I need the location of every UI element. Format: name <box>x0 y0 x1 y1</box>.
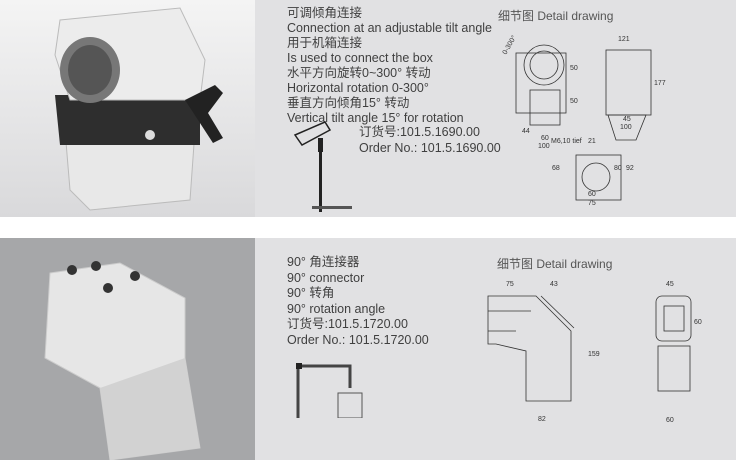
detail-drawing-90: 75 43 159 82 45 60 60 <box>487 281 702 424</box>
dim-label: 75 <box>588 200 596 207</box>
product-description: 可调倾角连接 Connection at an adjustable tilt … <box>287 6 492 126</box>
tilt-connector-image <box>54 7 223 211</box>
desc-line: Is used to connect the box <box>287 51 433 65</box>
desc-line: 90° connector <box>287 270 365 285</box>
desc-line: Connection at an adjustable tilt angle <box>287 21 493 35</box>
desc-line: Vertical tilt angle 15° for rotation <box>287 111 464 125</box>
dim-label: 82 <box>538 416 546 423</box>
desc-line: 用于机箱连接 <box>287 36 363 50</box>
detail-drawing-tilt: 0-300° 50 50 44 60 100 121 177 45 100 M6… <box>501 34 666 207</box>
dim-label: 60 <box>694 319 702 326</box>
dim-label: 92 <box>626 165 634 172</box>
dim-label: 0-300° <box>501 34 518 56</box>
dim-label: 60 <box>541 135 549 142</box>
detail-drawing-heading: 细节图 Detail drawing <box>497 257 613 271</box>
desc-line: 90° 角连接器 <box>287 255 360 269</box>
mounting-illustration <box>293 121 352 212</box>
dim-label: 50 <box>570 98 578 105</box>
dim-label: 75 <box>506 281 514 288</box>
product-panel-90-connector: 90° 角连接器 90° connector 90° 转角 90° rotati… <box>0 238 736 460</box>
dim-label: 100 <box>538 143 550 150</box>
dim-label: 177 <box>654 80 666 87</box>
dim-label: 45 <box>666 281 674 288</box>
product-panel-tilt-connector: 可调倾角连接 Connection at an adjustable tilt … <box>0 0 736 217</box>
dim-label: 21 <box>588 138 596 145</box>
desc-line: 90° 转角 <box>287 286 335 300</box>
order-number-en: Order No.: 101.5.1720.00 <box>287 332 429 347</box>
dim-label: 80 <box>614 165 622 172</box>
order-info: 订货号:101.5.1690.00 Order No.: 101.5.1690.… <box>359 124 501 156</box>
dim-label: M6,10 tief <box>551 138 582 145</box>
product-photo-tilt-connector <box>0 0 255 217</box>
desc-line: 垂直方向倾角15° 转动 <box>287 96 410 110</box>
order-number-cn: 订货号:101.5.1720.00 <box>287 317 408 331</box>
desc-line: 90° rotation angle <box>287 301 386 316</box>
dim-label: 100 <box>620 124 632 131</box>
dim-label: 121 <box>618 36 630 43</box>
dim-label: 50 <box>570 65 578 72</box>
dim-label: 159 <box>588 351 600 358</box>
order-number-en: Order No.: 101.5.1690.00 <box>359 141 501 155</box>
dim-label: 60 <box>666 417 674 424</box>
dim-label: 68 <box>552 165 560 172</box>
dim-label: 43 <box>550 281 558 288</box>
desc-line: 可调倾角连接 <box>287 6 363 20</box>
product-photo-90-connector <box>0 238 255 460</box>
mounting-illustration <box>296 363 363 418</box>
detail-drawing-heading: 细节图 Detail drawing <box>498 9 614 23</box>
angle-connector-image <box>44 261 201 460</box>
dim-label: 44 <box>522 128 530 135</box>
desc-line: Horizontal rotation 0-300° <box>287 81 429 95</box>
dim-label: 45 <box>623 116 631 123</box>
product-description: 90° 角连接器 90° connector 90° 转角 90° rotati… <box>287 255 429 348</box>
order-number-cn: 订货号:101.5.1690.00 <box>359 125 480 139</box>
desc-line: 水平方向旋转0~300° 转动 <box>287 66 431 80</box>
dim-label: 60 <box>588 191 596 198</box>
